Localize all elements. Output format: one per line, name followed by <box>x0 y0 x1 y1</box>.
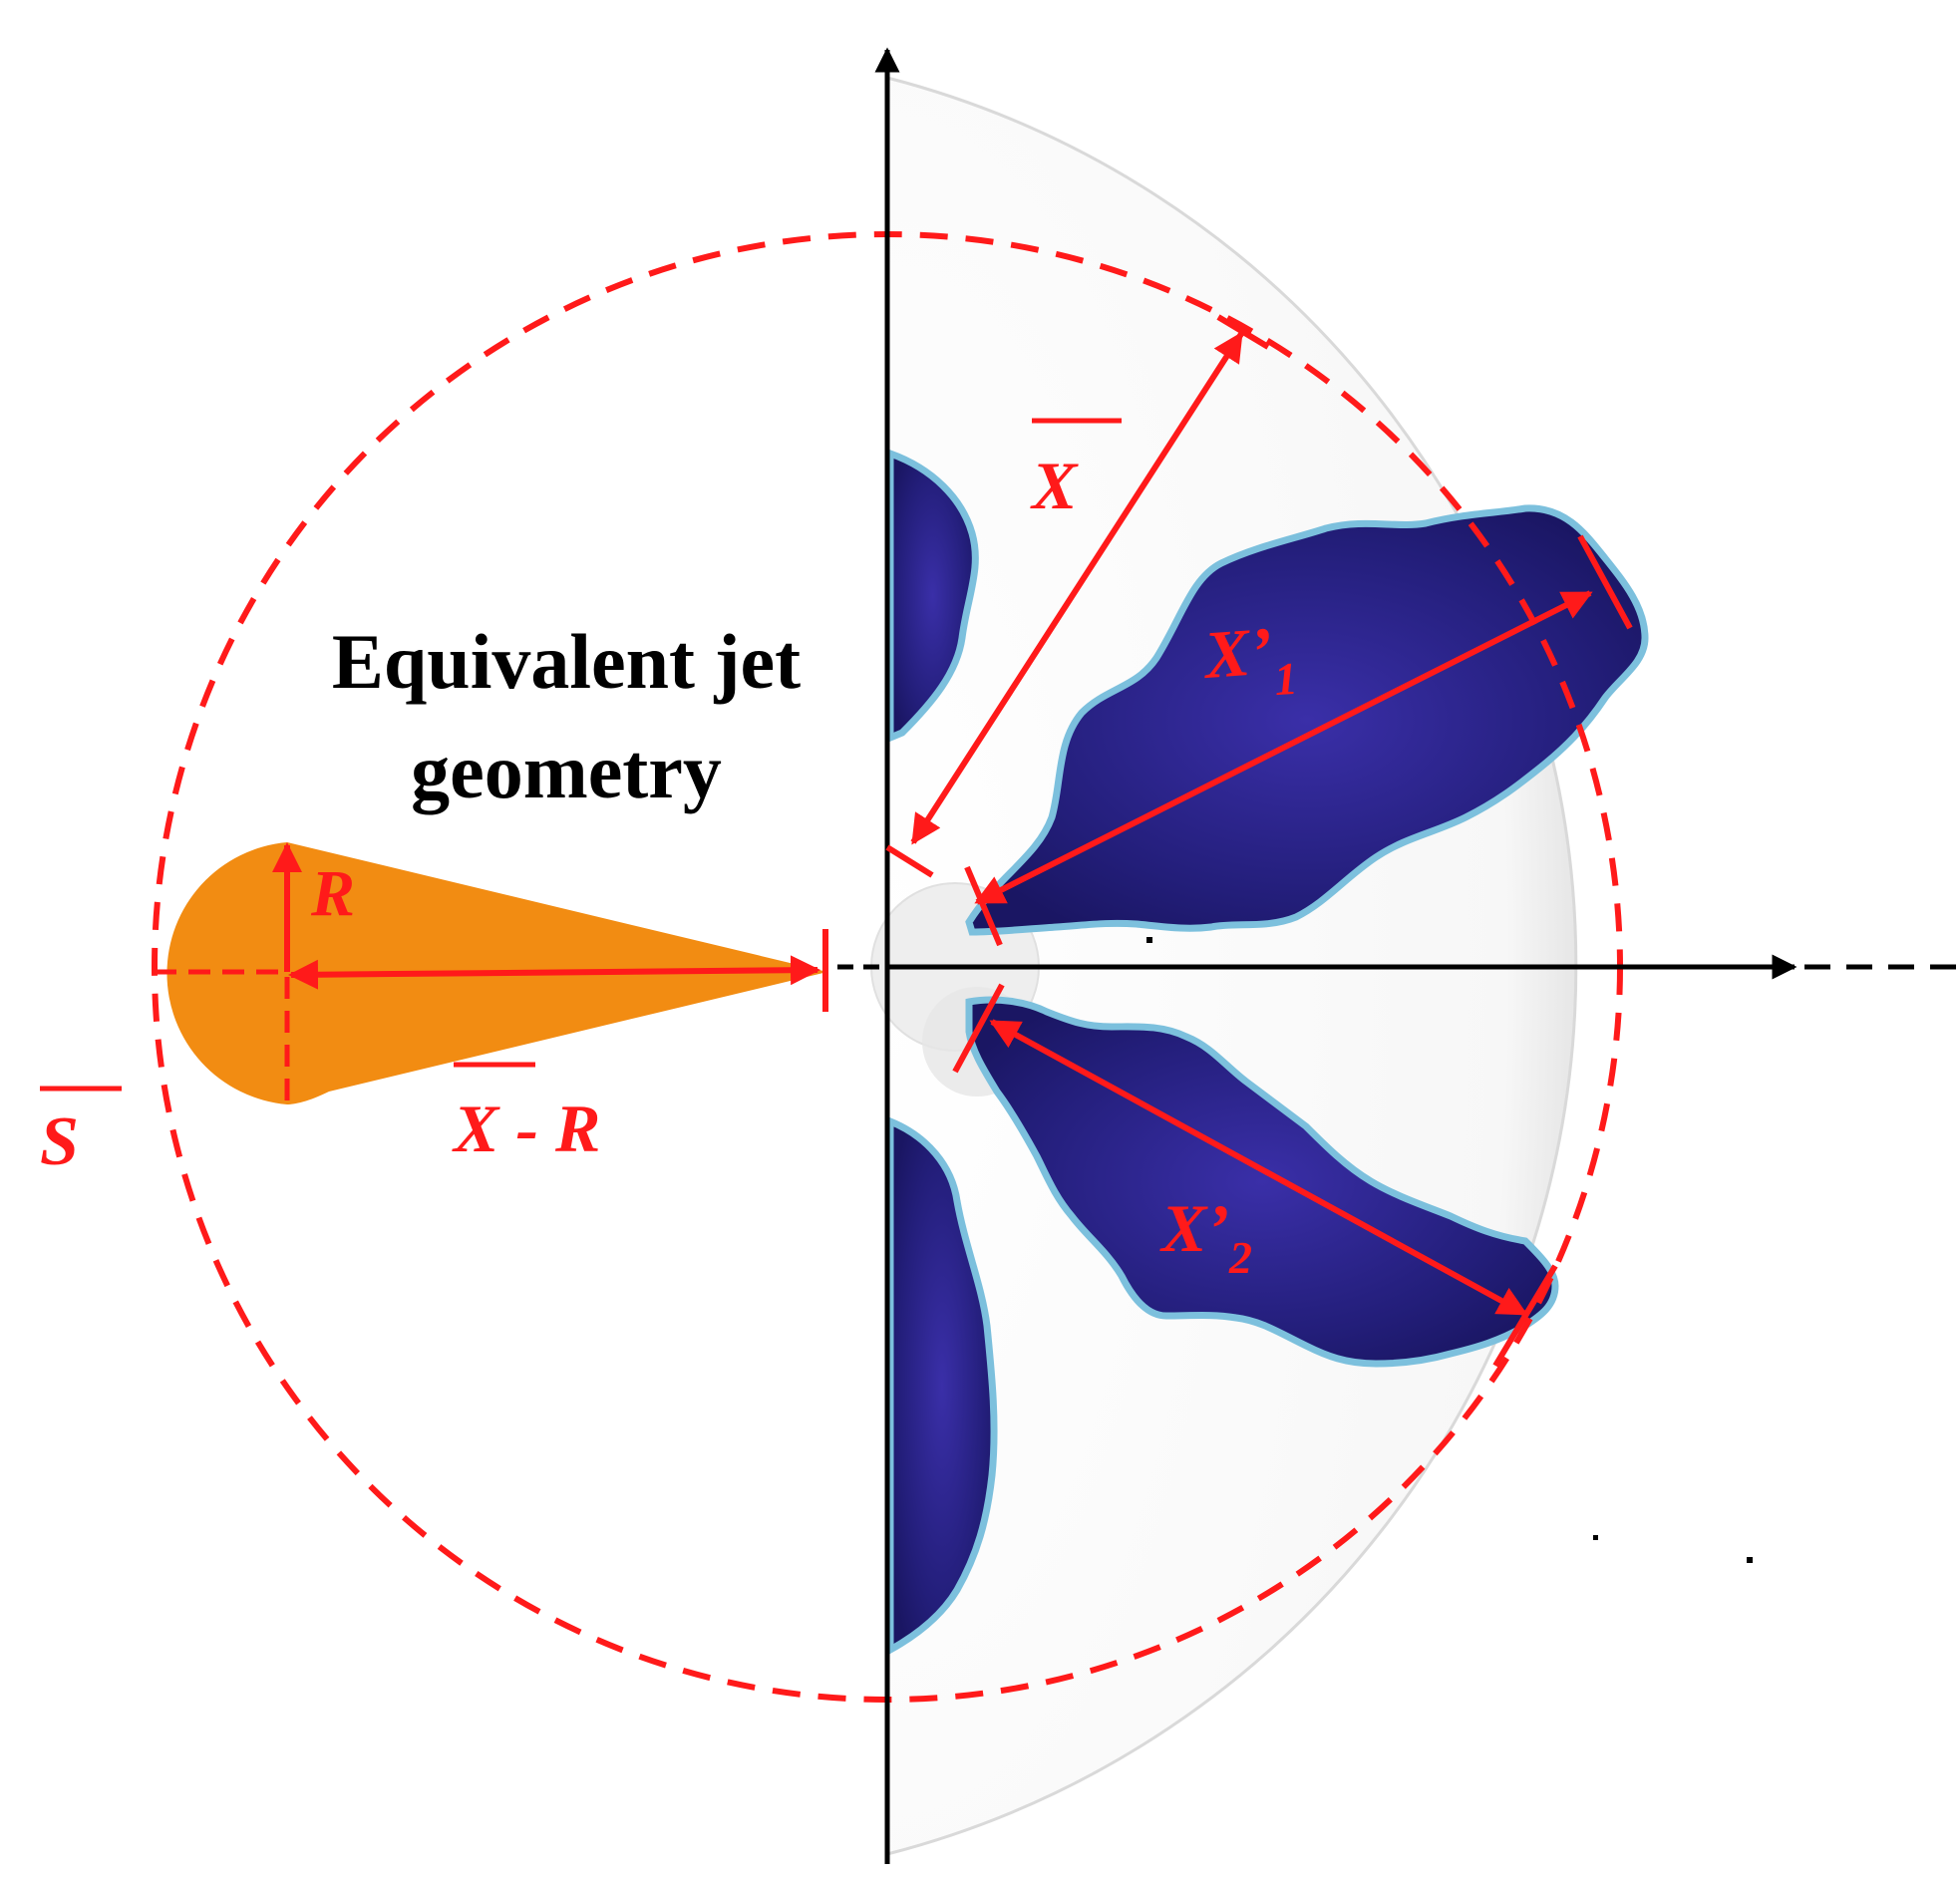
label-x1-sub: 1 <box>1273 653 1300 705</box>
x2-tick-inner <box>952 983 1005 1074</box>
plume-lower-left <box>886 1115 998 1656</box>
label-x2-main: X’ <box>1159 1190 1229 1266</box>
speck-1 <box>1146 937 1152 943</box>
label-x-bar: X <box>1030 448 1079 523</box>
xbar-tick-inner <box>885 844 934 878</box>
title-line-2: geometry <box>411 728 722 814</box>
title-line-1: Equivalent jet <box>332 618 801 705</box>
label-xr-x: X <box>452 1091 500 1166</box>
label-r: R <box>310 857 355 930</box>
label-xr: X - R <box>452 1091 600 1166</box>
label-x2-sub: 2 <box>1228 1232 1252 1283</box>
label-xr-rest: - R <box>498 1091 600 1166</box>
x2-tick-outer <box>1492 1264 1558 1368</box>
label-x1-main: X’ <box>1200 612 1275 693</box>
x1-tick-inner <box>964 865 1003 947</box>
xbar-arrow <box>910 331 1244 845</box>
speck-3 <box>1747 1557 1753 1563</box>
x1-arrow <box>974 590 1593 905</box>
speck-2 <box>1593 1535 1598 1540</box>
x1-tick-outer <box>1577 534 1633 630</box>
xbar-tick-outer <box>1216 314 1270 350</box>
label-s-bar: S <box>40 1103 79 1180</box>
label-x2: X’2 <box>1159 1190 1252 1283</box>
label-x1: X’1 <box>1200 611 1299 710</box>
x2-arrow <box>989 1019 1528 1317</box>
length-arrow <box>288 955 820 990</box>
